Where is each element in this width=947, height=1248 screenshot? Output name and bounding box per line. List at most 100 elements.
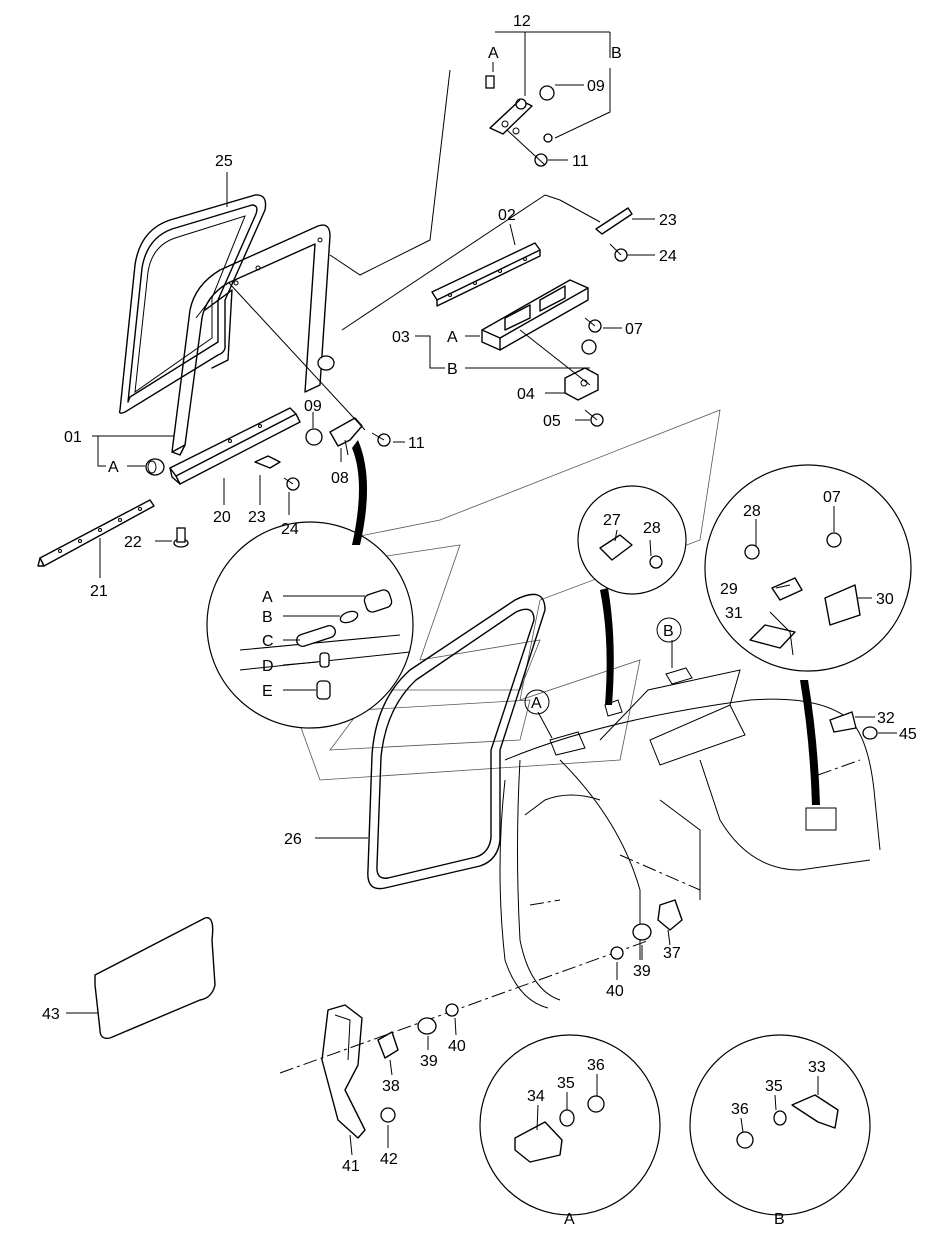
label-detail-B: B <box>774 1211 785 1228</box>
label-39-b: 39 <box>420 1053 438 1070</box>
label-12: 12 <box>513 13 531 30</box>
part-39-cushion-right <box>632 923 652 941</box>
label-21: 21 <box>90 583 108 600</box>
label-leaders <box>66 31 897 1156</box>
label-35-a: 35 <box>557 1075 575 1092</box>
label-11-top: 11 <box>572 153 589 170</box>
part-01-door-frame <box>171 224 331 456</box>
label-33: 33 <box>808 1059 826 1076</box>
part-25-glass-seal <box>118 194 267 414</box>
inset-label-B: B <box>262 609 273 626</box>
label-36-b: 36 <box>731 1101 749 1118</box>
detail-circle-A <box>479 1034 661 1216</box>
label-22: 22 <box>124 534 142 551</box>
label-08: 08 <box>331 470 349 487</box>
part-42-bolt <box>380 1107 396 1123</box>
label-40-a: 40 <box>606 983 624 1000</box>
detail-circle-27-28 <box>577 485 687 595</box>
label-41: 41 <box>342 1158 360 1175</box>
part-21-guide-strip <box>37 499 155 567</box>
assembly-lines <box>228 69 861 1074</box>
label-09-mid: 09 <box>304 398 322 415</box>
part-24-bolt-top <box>609 243 628 262</box>
label-A-top: A <box>488 45 499 62</box>
label-05: 05 <box>543 413 561 430</box>
label-A-cab: A <box>531 695 542 712</box>
label-43: 43 <box>42 1006 60 1023</box>
part-04-roller-block <box>564 367 599 401</box>
label-20: 20 <box>213 509 231 526</box>
inset-label-E: E <box>262 683 273 700</box>
label-B-cab: B <box>663 623 674 640</box>
label-04: 04 <box>517 386 535 403</box>
label-09-top: 09 <box>587 78 605 95</box>
part-23-bracket-top <box>595 207 633 235</box>
label-31: 31 <box>725 605 743 622</box>
part-38-bracket <box>377 1031 399 1059</box>
part-07-bolt-top <box>584 317 602 333</box>
part-37-striker <box>657 899 683 931</box>
label-24-mid: 24 <box>281 521 299 538</box>
arrow-to-inset <box>352 440 368 545</box>
arrow-detail-27 <box>600 588 614 705</box>
label-38: 38 <box>382 1078 400 1095</box>
label-35-b: 35 <box>765 1078 783 1095</box>
label-27: 27 <box>603 512 621 529</box>
arrow-detail-30 <box>800 680 820 805</box>
part-39-cushion-left <box>417 1017 437 1035</box>
part-20-lower-rail <box>169 407 301 485</box>
label-B-cab-ring <box>656 617 682 643</box>
label-24-top: 24 <box>659 248 677 265</box>
part-45-washer <box>862 726 878 740</box>
part-05-bolt <box>584 409 604 427</box>
label-A-cab-ring <box>524 689 550 715</box>
label-07-b: 07 <box>823 489 841 506</box>
label-30: 30 <box>876 591 894 608</box>
part-12-top-bracket-assembly <box>485 75 555 167</box>
inset-detail-circle <box>206 521 414 729</box>
label-A-01: A <box>108 459 119 476</box>
part-02-top-rail <box>431 242 541 307</box>
label-07-top: 07 <box>625 321 643 338</box>
detail-circle-28-31 <box>704 464 912 672</box>
label-25: 25 <box>215 153 233 170</box>
label-29: 29 <box>720 581 738 598</box>
part-03-roller-carriage <box>481 279 589 351</box>
part-11-bolt-mid <box>371 432 391 447</box>
part-08-latch <box>329 417 363 456</box>
label-34: 34 <box>527 1088 545 1105</box>
inset-label-D: D <box>262 658 274 675</box>
label-detail-A: A <box>564 1211 575 1228</box>
part-22-bolt <box>173 527 189 548</box>
label-39-a: 39 <box>633 963 651 980</box>
label-11-mid: 11 <box>408 435 425 452</box>
part-01-roller-A <box>145 458 165 476</box>
part-23-bracket-lower <box>254 455 281 469</box>
label-02: 02 <box>498 207 516 224</box>
part-43-glass-panel <box>94 916 216 1040</box>
part-32-plug <box>829 711 857 733</box>
detail-circle-B <box>689 1034 871 1216</box>
inset-label-A: A <box>262 589 273 606</box>
label-B-03: B <box>447 361 458 378</box>
part-24-bolt-lower <box>283 477 300 491</box>
label-40-b: 40 <box>448 1038 466 1055</box>
label-26: 26 <box>284 831 302 848</box>
inset-label-C: C <box>262 633 274 650</box>
part-stop-roller <box>317 355 335 371</box>
part-26-door-seal <box>367 593 546 890</box>
label-A-03: A <box>447 329 458 346</box>
label-01: 01 <box>64 429 82 446</box>
label-32: 32 <box>877 710 895 727</box>
part-40-bolt-left <box>445 1003 459 1017</box>
part-roller-small <box>581 339 597 355</box>
part-41-lock-plate <box>321 1004 366 1139</box>
label-42: 42 <box>380 1151 398 1168</box>
part-40-bolt-right <box>610 946 624 960</box>
callout-labels: 12 A B 09 11 25 02 23 24 03 A B 07 04 05… <box>42 13 917 1228</box>
part-09-cushion-mid <box>305 428 323 446</box>
label-23-top: 23 <box>659 212 677 229</box>
label-45: 45 <box>899 726 917 743</box>
label-23-mid: 23 <box>248 509 266 526</box>
